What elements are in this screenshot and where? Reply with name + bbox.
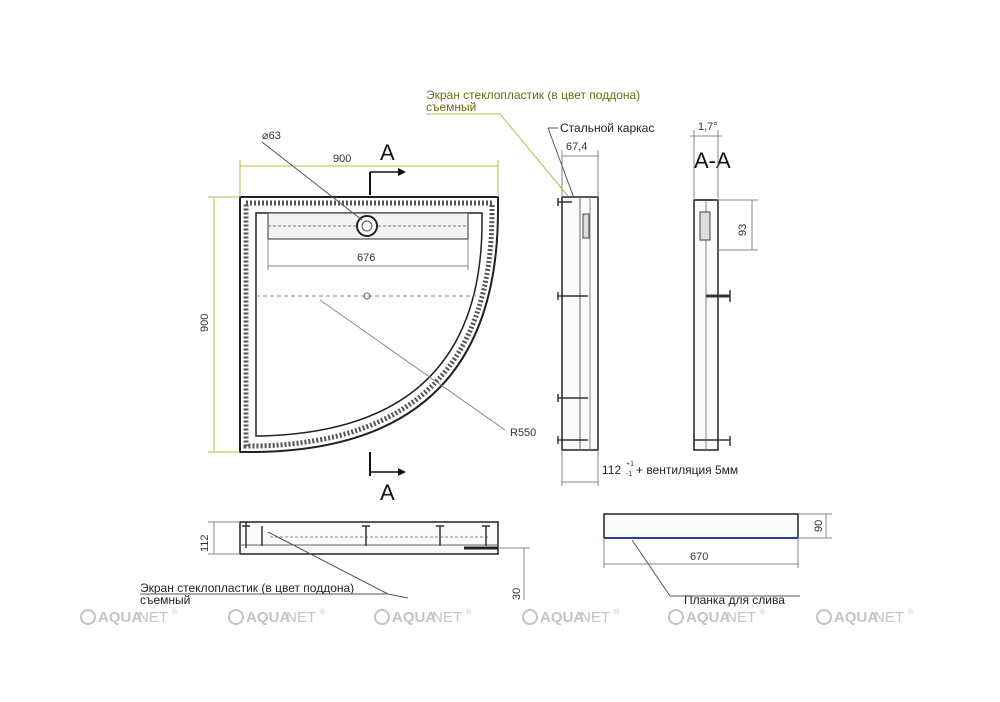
watermark-logo-5: AQUA NET ® xyxy=(668,608,766,626)
screen-top-label-line2: съемный xyxy=(426,100,476,114)
tray-rim xyxy=(243,200,495,449)
side-view: 67,4 112 +1 -1 + вентиляция 5мм Стальной… xyxy=(426,88,738,486)
dim-radius: R550 xyxy=(510,427,536,439)
dim-front-112: 112 xyxy=(199,534,211,552)
svg-text:®: ® xyxy=(908,608,914,616)
front-body xyxy=(239,521,499,555)
screen-bottom-label-line1: Экран стеклопластик (в цвет поддона) xyxy=(140,581,354,595)
svg-text:AQUA: AQUA xyxy=(540,609,584,626)
dim-90: 90 xyxy=(813,520,825,532)
dim-112-tol-minus: -1 xyxy=(626,471,632,478)
section-mark-top: A xyxy=(380,140,395,165)
watermark-logo-3: AQUA NET ® xyxy=(374,608,472,626)
svg-text:AQUA: AQUA xyxy=(98,609,142,626)
section-title: A-A xyxy=(694,148,731,173)
svg-text:®: ® xyxy=(172,608,178,616)
dim-angle: 1,7° xyxy=(698,121,718,133)
svg-text:AQUA: AQUA xyxy=(392,609,436,626)
plan-view: 900 900 ⌀63 676 R550 A A xyxy=(199,130,536,505)
drain-hole xyxy=(356,215,378,237)
dim-width-900: 900 xyxy=(333,153,351,165)
watermark-logo-1: AQUA NET ® xyxy=(80,608,178,626)
ventilation-note: + вентиляция 5мм xyxy=(636,463,738,477)
svg-text:AQUA: AQUA xyxy=(686,609,730,626)
dim-112-tol-plus: +1 xyxy=(626,461,634,468)
watermark-row: AQUA NET ® AQUA NET ® AQUA NET ® AQUA NE… xyxy=(80,608,914,626)
svg-text:NET: NET xyxy=(726,609,756,626)
dim-30: 30 xyxy=(511,588,523,600)
section-aa: A-A 1,7° 93 xyxy=(690,121,758,451)
dim-112: 112 xyxy=(602,463,621,477)
watermark-logo-4: AQUA NET ® xyxy=(522,608,620,626)
section-mark-bottom: A xyxy=(380,480,395,505)
steel-frame-label: Стальной каркас xyxy=(560,121,654,135)
svg-text:NET: NET xyxy=(432,609,462,626)
dim-diameter: ⌀63 xyxy=(262,130,281,142)
watermark-logo-6: AQUA NET ® xyxy=(816,608,914,626)
svg-text:NET: NET xyxy=(286,609,316,626)
screen-bottom-label-line2: съемный xyxy=(140,593,190,607)
svg-text:NET: NET xyxy=(138,609,168,626)
screen-top-label-line1: Экран стеклопластик (в цвет поддона) xyxy=(426,88,640,102)
tray-inner-contour xyxy=(255,212,483,437)
svg-text:AQUA: AQUA xyxy=(246,609,290,626)
svg-text:NET: NET xyxy=(874,609,904,626)
svg-text:®: ® xyxy=(320,608,326,616)
drain-strip-body xyxy=(603,513,799,539)
dim-67-4: 67,4 xyxy=(566,141,587,153)
svg-text:AQUA: AQUA xyxy=(834,609,878,626)
drain-strip-label: Планка для слива xyxy=(684,593,785,607)
dim-inner-676: 676 xyxy=(357,252,375,264)
tray-outer-contour xyxy=(239,196,499,453)
svg-text:®: ® xyxy=(760,608,766,616)
watermark-logo-2: AQUA NET ® xyxy=(228,608,326,626)
svg-text:NET: NET xyxy=(580,609,610,626)
svg-text:®: ® xyxy=(466,608,472,616)
dim-93: 93 xyxy=(737,224,749,236)
svg-text:®: ® xyxy=(614,608,620,616)
dim-670: 670 xyxy=(690,551,708,563)
drain-strip-view: 670 90 Планка для слива xyxy=(603,513,832,607)
front-view: 112 30 Экран стеклопластик (в цвет поддо… xyxy=(140,521,530,607)
dim-height-900: 900 xyxy=(199,314,211,332)
